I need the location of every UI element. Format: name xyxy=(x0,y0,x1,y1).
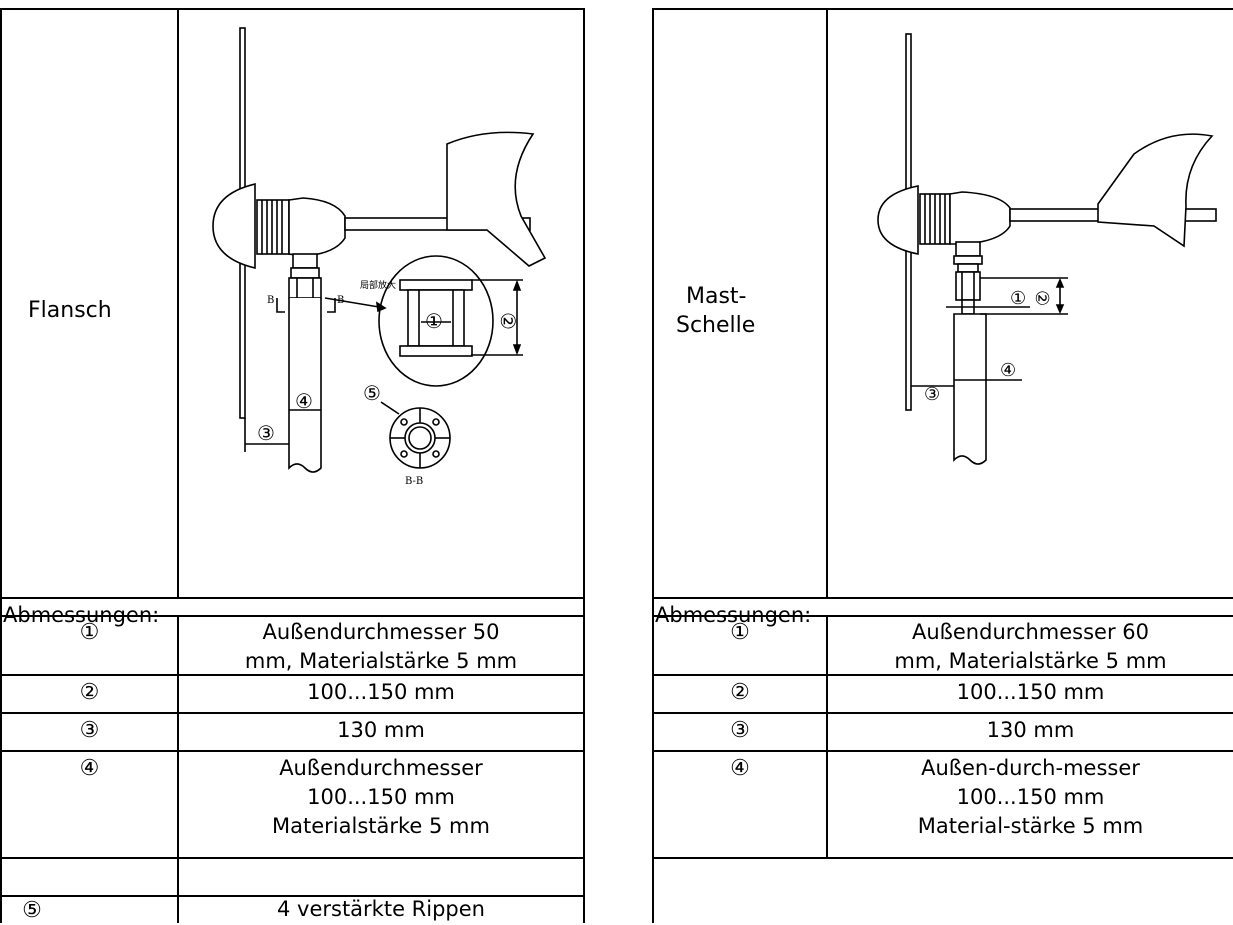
left-row-1-symbol: ① xyxy=(79,620,100,645)
right-row-4-line-3: Material-stärke 5 mm xyxy=(917,814,1144,838)
left-row-3-desc: 130 mm xyxy=(337,718,425,742)
right-row-2-symbol: ② xyxy=(730,680,750,705)
section-mark-right: B xyxy=(337,295,344,306)
mast-marker-1: ① xyxy=(1010,288,1026,309)
right-row-4-line-1: Außen-durch-messer xyxy=(921,756,1140,780)
right-row-4-line-2: 100...150 mm xyxy=(956,785,1105,809)
right-row-1-line-1: Außendurchmesser 60 xyxy=(911,620,1149,644)
right-row-3-symbol: ③ xyxy=(730,718,750,743)
left-row-2-symbol: ② xyxy=(79,680,100,705)
detail-note: 局部放大 xyxy=(360,279,396,291)
marker-3: ③ xyxy=(257,421,275,445)
left-row-4-line-2: 100...150 mm xyxy=(307,785,455,809)
type-label-mast-schelle: Mast- Schelle xyxy=(676,282,755,340)
left-row-1-line-2: mm, Materialstärke 5 mm xyxy=(244,649,518,673)
type-label-line-1: Mast- xyxy=(686,284,747,309)
right-row-3-desc: 130 mm xyxy=(986,718,1075,742)
left-dimensions-heading: Abmessungen: xyxy=(3,603,160,627)
mast-marker-2: ② xyxy=(1031,290,1052,306)
marker-1: ① xyxy=(425,309,443,333)
left-row-1-desc: Außendurchmesser 50 mm, Materialstärke 5… xyxy=(179,618,583,676)
marker-5: ⑤ xyxy=(363,381,381,405)
section-mark-left: B xyxy=(267,295,274,306)
mast-clamp-anemometer-drawing: ① ② ③ ④ xyxy=(877,33,1217,465)
left-row-2-desc: 100...150 mm xyxy=(307,680,455,704)
mast-marker-4: ④ xyxy=(1000,360,1016,381)
right-row-4-symbol: ④ xyxy=(730,756,750,781)
flange-anemometer-drawing: ① ② ③ ④ ⑤ B B 局部放大 B-B xyxy=(212,27,547,487)
type-label-line-2: Schelle xyxy=(676,313,756,338)
right-row-1-desc: Außendurchmesser 60 mm, Materialstärke 5… xyxy=(828,618,1233,676)
right-dimensions-heading: Abmessungen: xyxy=(655,603,812,627)
type-label-flansch: Flansch xyxy=(28,298,112,323)
left-row-3-symbol: ③ xyxy=(79,718,100,743)
left-row-4-line-3: Materialstärke 5 mm xyxy=(272,814,490,838)
marker-2: ② xyxy=(496,312,520,330)
mast-marker-3: ③ xyxy=(924,384,940,405)
left-row-4-symbol: ④ xyxy=(79,756,100,781)
left-row-4-line-1: Außendurchmesser xyxy=(279,756,483,780)
left-row-4-desc: Außendurchmesser 100...150 mm Materialst… xyxy=(179,754,583,841)
right-row-1-symbol: ① xyxy=(730,620,750,645)
section-label: B-B xyxy=(405,476,423,487)
right-row-4-desc: Außen-durch-messer 100...150 mm Material… xyxy=(828,754,1233,841)
left-row-1-line-1: Außendurchmesser 50 xyxy=(262,620,500,644)
right-row-1-line-2: mm, Materialstärke 5 mm xyxy=(894,649,1167,673)
right-row-2-desc: 100...150 mm xyxy=(956,680,1105,704)
left-row-5-desc: 4 verstärkte Rippen xyxy=(276,897,485,921)
marker-4: ④ xyxy=(295,389,313,413)
left-row-5-symbol: ⑤ xyxy=(22,898,42,923)
